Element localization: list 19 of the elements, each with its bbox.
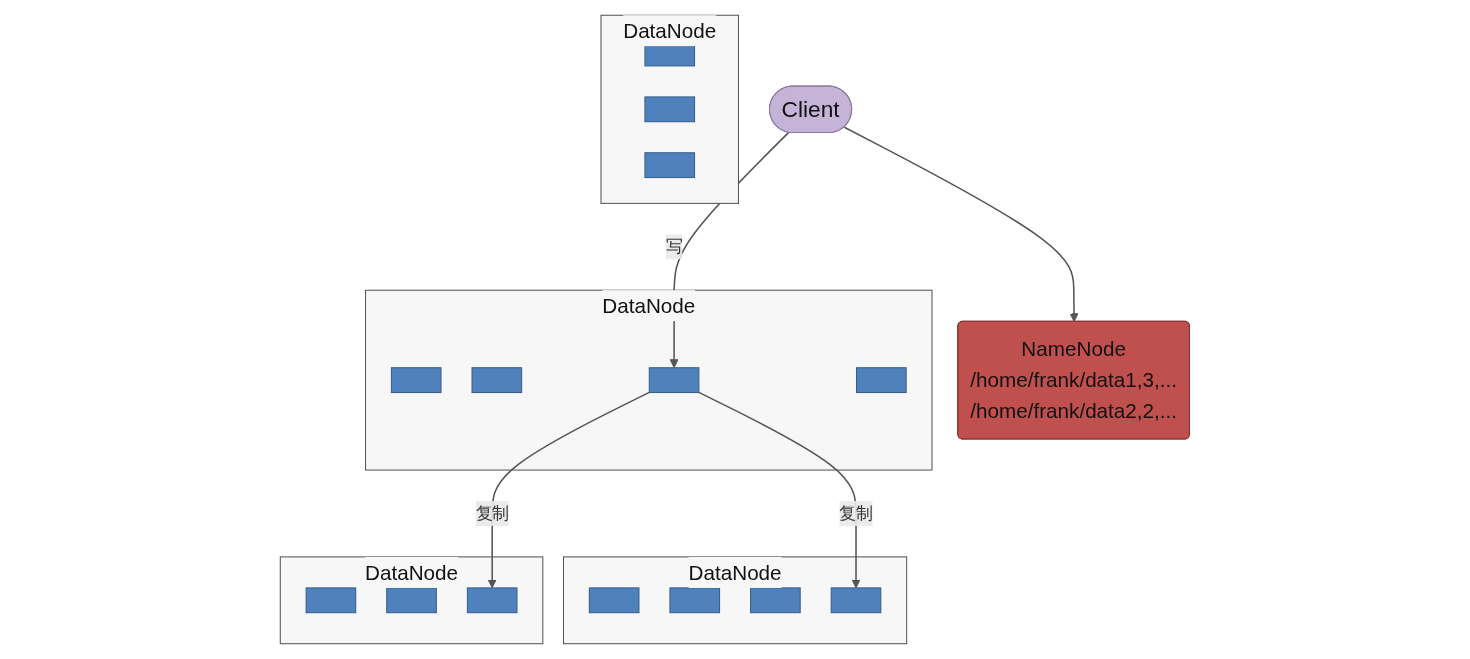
node-box <box>750 587 801 614</box>
arrow <box>843 126 1079 323</box>
node-box <box>669 587 721 614</box>
node-box <box>644 152 696 179</box>
arrow <box>698 391 861 589</box>
node-box <box>466 587 518 614</box>
node-box <box>391 367 442 394</box>
edge-label: 复制 <box>475 504 509 522</box>
node-box <box>305 587 357 614</box>
node-box <box>830 587 882 614</box>
node-box <box>588 587 640 614</box>
node-box <box>856 367 907 394</box>
node-box <box>471 367 523 394</box>
edge-label: 写 <box>665 237 683 256</box>
node-box <box>386 587 437 614</box>
node-box <box>644 96 696 123</box>
node-box <box>648 367 700 394</box>
arrow <box>487 391 651 589</box>
edge-label: 复制 <box>839 504 873 522</box>
